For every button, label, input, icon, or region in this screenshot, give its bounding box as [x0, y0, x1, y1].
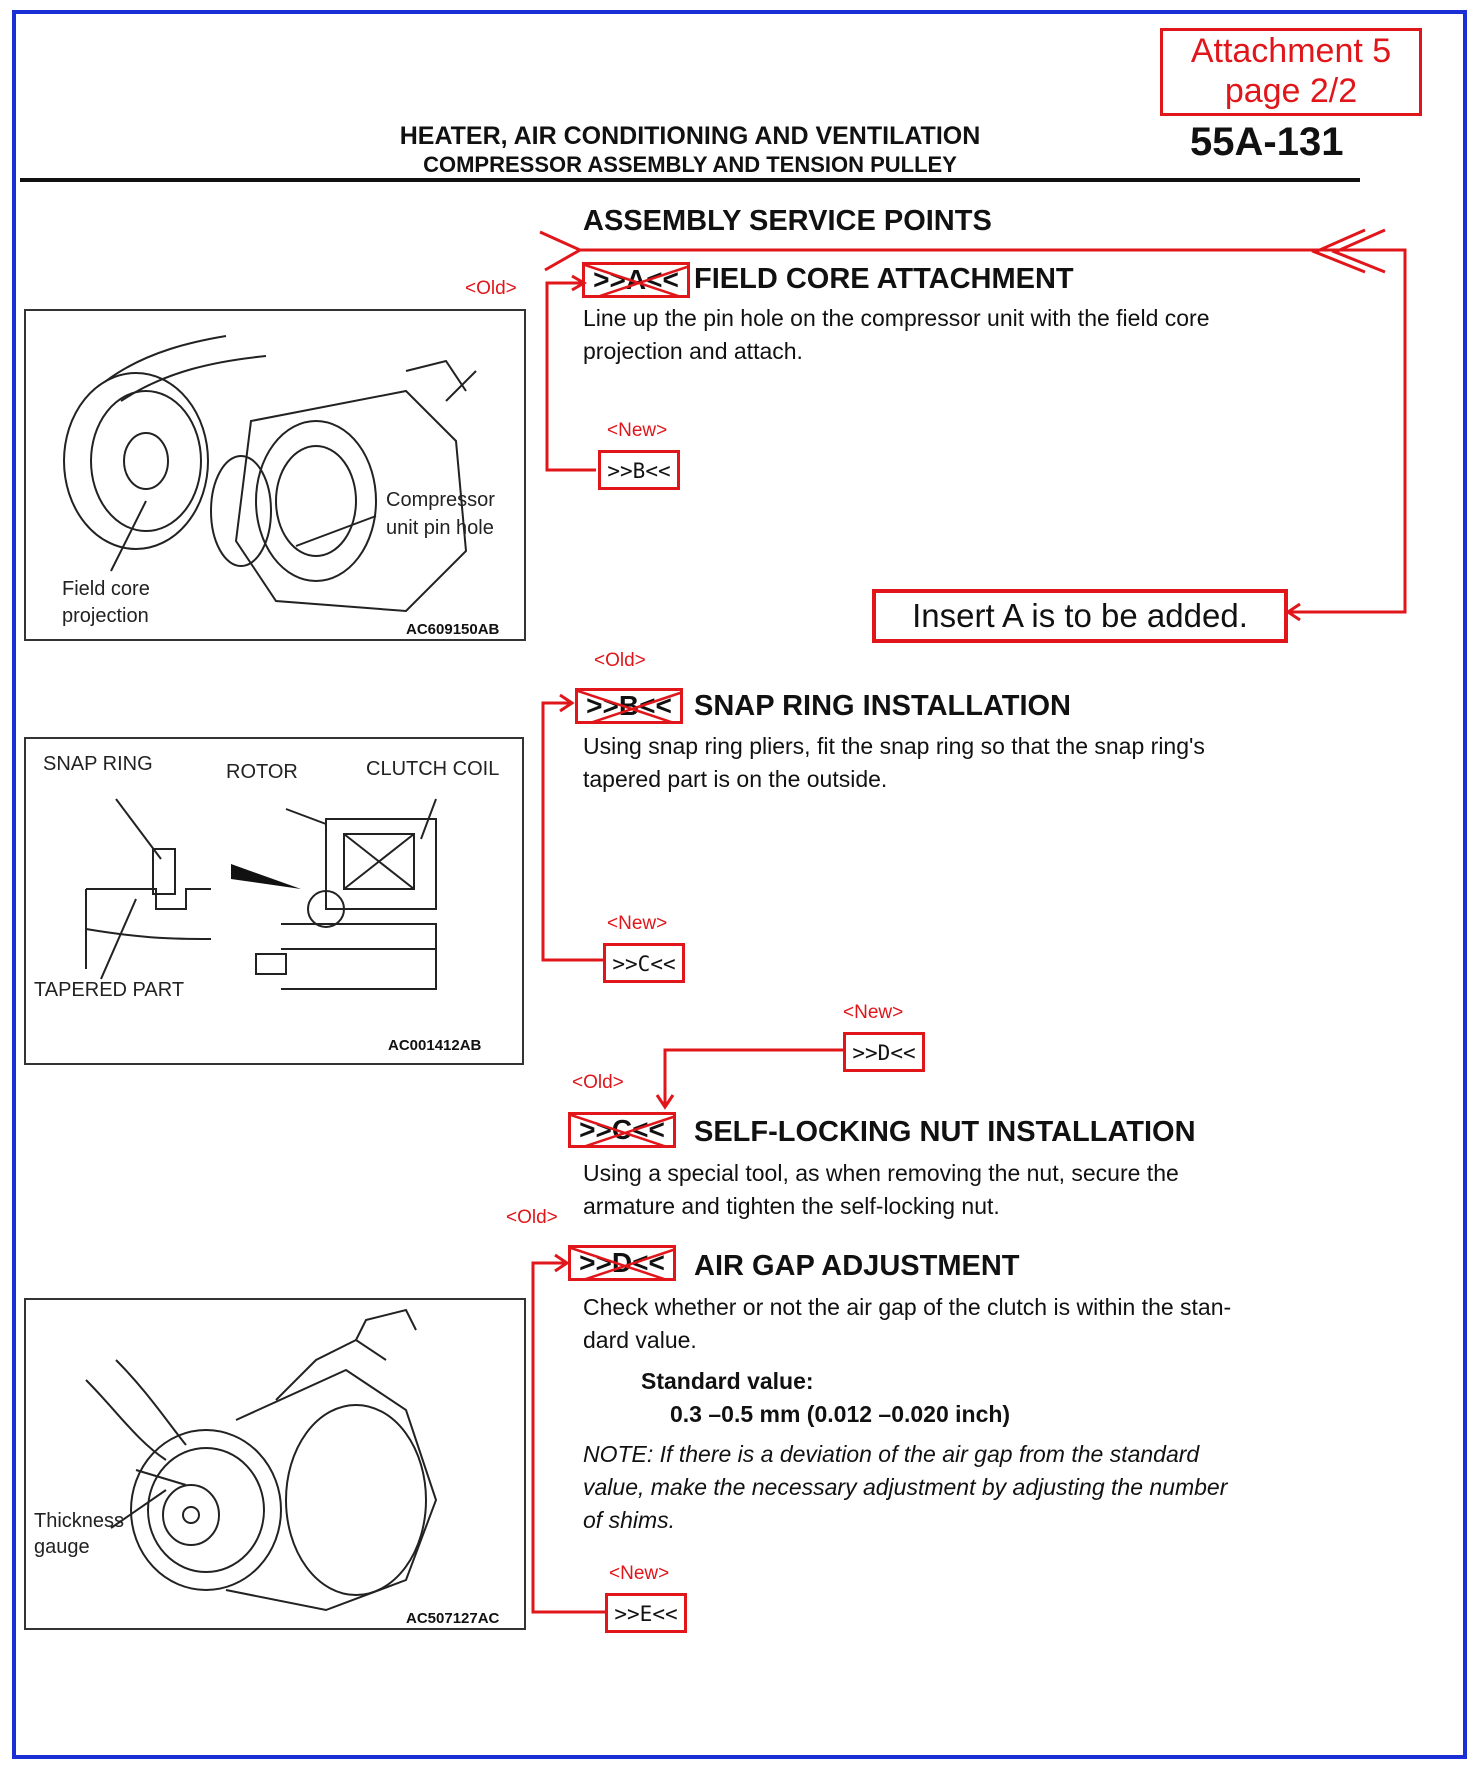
section-title: ASSEMBLY SERVICE POINTS [583, 205, 992, 237]
new-tag-e: <New> [609, 1563, 670, 1584]
old-mark-b: >>B<< [575, 688, 683, 724]
new-tag-d: <New> [843, 1002, 904, 1023]
figure-air-gap: Thickness gauge AC507127AC [24, 1298, 526, 1630]
old-tag-d: <Old> [506, 1207, 558, 1228]
manual-title: HEATER, AIR CONDITIONING AND VENTILATION [399, 122, 981, 150]
figure-field-core: Compressor unit pin hole Field core proj… [24, 309, 526, 641]
markup-chevron-left [539, 230, 584, 272]
point-c-title: SELF-LOCKING NUT INSTALLATION [694, 1116, 1196, 1148]
markup-chevron-right-2 [1331, 228, 1386, 274]
attachment-line2: page 2/2 [1224, 72, 1358, 110]
fig1-label-compressor: Compressor [386, 489, 495, 511]
point-d-title: AIR GAP ADJUSTMENT [694, 1250, 1020, 1282]
snap-ring-illustration [85, 798, 437, 990]
fig2-label-snapring: SNAP RING [43, 753, 153, 775]
fig2-code: AC001412AB [388, 1037, 482, 1054]
new-tag-c: <New> [607, 913, 668, 934]
point-b-text: Using snap ring pliers, fit the snap rin… [583, 733, 1205, 792]
point-a-text: Line up the pin hole on the compressor u… [583, 305, 1210, 364]
compressor-illustration [63, 335, 477, 613]
old-mark-a: >>A<< [582, 262, 690, 298]
old-tag-b: <Old> [594, 650, 646, 671]
fig3-code: AC507127AC [406, 1610, 500, 1627]
attachment-box: Attachment 5 page 2/2 [1160, 28, 1422, 116]
page-frame [12, 10, 1467, 1759]
air-gap-note: NOTE: If there is a deviation of the air… [583, 1441, 1228, 1533]
point-b-title: SNAP RING INSTALLATION [694, 690, 1071, 722]
new-mark-d: >>D<< [843, 1032, 925, 1072]
point-c-text: Using a special tool, as when removing t… [583, 1160, 1179, 1219]
page-number: 55A-131 [1190, 120, 1344, 164]
fig1-label-fieldcore: Field core [62, 578, 150, 600]
new-mark-e: >>E<< [605, 1593, 687, 1633]
markup-chevron-right-1 [1311, 228, 1366, 274]
new-mark-c: >>C<< [603, 943, 685, 983]
old-mark-d: >>D<< [568, 1245, 676, 1281]
standard-value-label: Standard value: [641, 1368, 814, 1394]
figure-snap-ring: SNAP RING ROTOR CLUTCH COIL TAPERED PART… [24, 737, 524, 1065]
standard-value: 0.3 –0.5 mm (0.012 –0.020 inch) [670, 1401, 1011, 1427]
manual-subtitle: COMPRESSOR ASSEMBLY AND TENSION PULLEY [423, 152, 957, 177]
point-d-text: Check whether or not the air gap of the … [583, 1294, 1232, 1353]
fig2-label-rotor: ROTOR [226, 761, 298, 783]
attachment-line1: Attachment 5 [1190, 32, 1392, 70]
fig2-label-tapered: TAPERED PART [34, 979, 185, 1001]
old-mark-c: >>C<< [568, 1112, 676, 1148]
fig3-label-thickness: Thickness [34, 1510, 125, 1532]
old-tag-a: <Old> [465, 278, 517, 299]
markup-right-connector [1290, 248, 1407, 614]
insert-note: Insert A is to be added. [872, 589, 1288, 643]
thickness-gauge-illustration [85, 1308, 438, 1612]
new-mark-b: >>B<< [598, 450, 680, 490]
fig3-label-gauge: gauge [34, 1536, 90, 1558]
old-tag-c: <Old> [572, 1072, 624, 1093]
fig1-code: AC609150AB [406, 621, 500, 638]
fig2-label-clutchcoil: CLUTCH COIL [366, 758, 500, 780]
header-rule [20, 178, 1360, 182]
new-tag-b: <New> [607, 420, 668, 441]
fig1-label-projection: projection [62, 605, 149, 627]
fig1-label-pinhole: unit pin hole [386, 517, 494, 539]
point-a-title: FIELD CORE ATTACHMENT [694, 263, 1074, 295]
